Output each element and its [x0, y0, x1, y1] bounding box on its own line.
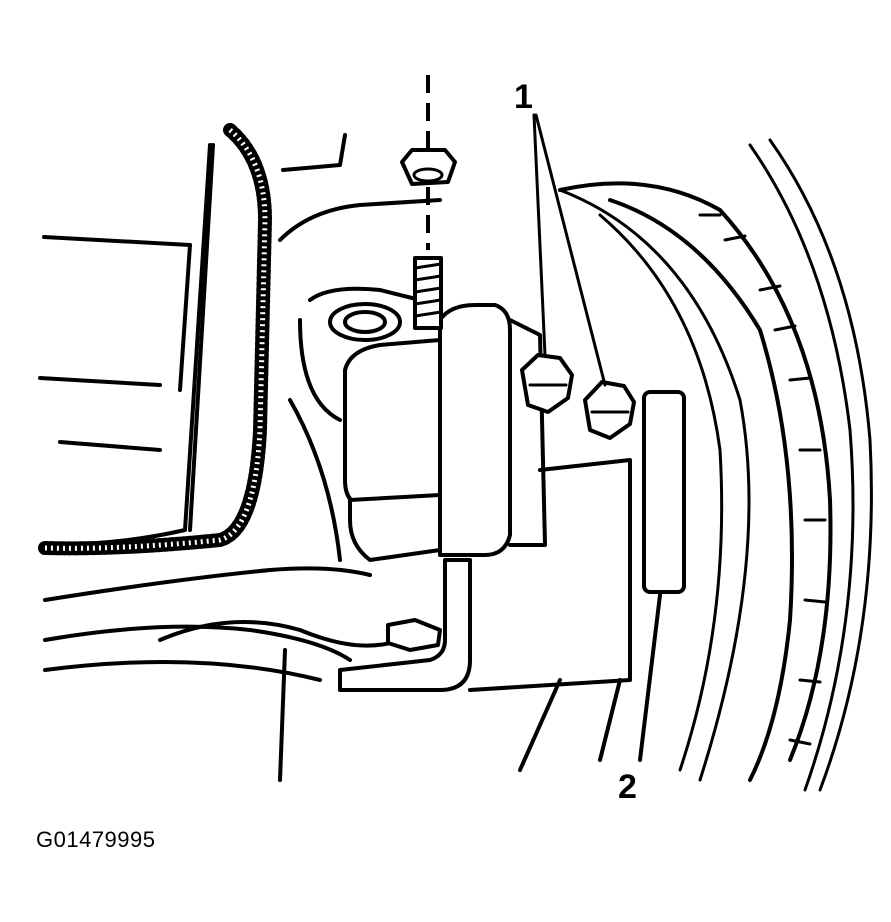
wiring-harness: [38, 123, 273, 556]
rotor-vents: [698, 213, 827, 746]
figure-id: G01479995: [36, 827, 156, 852]
caliper-body: [298, 286, 632, 692]
lower-arm: [43, 618, 622, 772]
caliper-bracket: [338, 558, 472, 692]
shield-tab: [638, 390, 686, 762]
callout-1-bolts: 1: [514, 78, 533, 116]
mounting-bolt-lower: [583, 380, 636, 440]
callout-2-bracket: 2: [618, 768, 637, 806]
brake-rotor: [558, 138, 873, 792]
stud-nut: [400, 75, 457, 330]
leader-line-1: [532, 113, 607, 387]
mounting-bolt-upper: [520, 353, 574, 414]
